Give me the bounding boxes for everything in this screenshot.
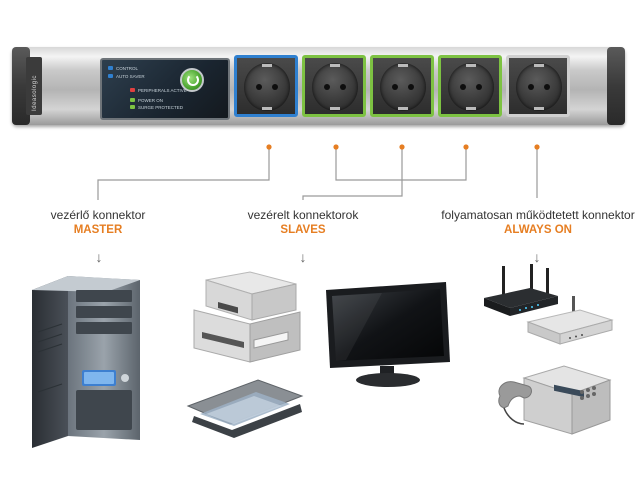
schuko-socket-icon — [312, 63, 358, 111]
master-label: vezérlő konnektor — [50, 208, 146, 222]
flatbed-scanner-icon — [186, 379, 304, 438]
panel-label-peripherals-active: PERIPHERALS ACTIVE — [138, 88, 187, 93]
socket-slave-1 — [302, 55, 366, 117]
slave-3-connection-dot — [463, 144, 469, 150]
schuko-socket-icon — [380, 63, 426, 111]
slave-2-connection-dot — [399, 144, 405, 150]
strip-right-endcap — [607, 47, 625, 125]
desktop-pc-tower-icon — [32, 276, 140, 448]
slaves-label: vezérelt konnektorok — [247, 208, 359, 222]
slave-1-connection-dot — [333, 144, 339, 150]
peripherals-led-icon — [130, 88, 135, 92]
lcd-monitor-icon — [326, 282, 450, 387]
schuko-socket-icon — [516, 63, 562, 111]
brand-plate: Ideasologic — [26, 57, 42, 115]
always-on-connection-dot — [534, 144, 540, 150]
panel-label-auto-saver: AUTO SAVER — [116, 74, 145, 79]
fax-machine-icon — [498, 365, 612, 435]
auto-saver-led-icon — [108, 74, 113, 78]
socket-slave-2 — [370, 55, 434, 117]
master-title: MASTER — [73, 224, 123, 236]
slaves-connection-line — [302, 147, 403, 200]
panel-label-power-on: POWER ON — [138, 98, 164, 103]
always-on-title: ALWAYS ON — [504, 224, 572, 236]
slaves-title: SLAVES — [280, 224, 326, 236]
slaves-down-arrow-icon: ↓ — [299, 249, 307, 265]
socket-master — [234, 55, 298, 117]
modem-icon — [526, 296, 614, 345]
power-on-led-icon — [130, 98, 135, 102]
socket-always-on — [506, 55, 570, 117]
power-button-icon[interactable] — [180, 68, 204, 92]
multifunction-printer-icon — [193, 271, 301, 363]
control-panel: CONTROL AUTO SAVER PERIPHERALS ACTIVE PO… — [100, 58, 230, 120]
master-connection-line — [97, 147, 270, 200]
panel-label-surge-protected: SURGE PROTECTED — [138, 105, 184, 110]
master-down-arrow-icon: ↓ — [95, 249, 103, 265]
panel-label-control: CONTROL — [116, 66, 139, 71]
slaves-connection-bus — [335, 147, 467, 181]
master-connection-dot — [266, 144, 272, 150]
schuko-socket-icon — [244, 63, 290, 111]
always-on-down-arrow-icon: ↓ — [533, 249, 541, 265]
control-led-icon — [108, 66, 113, 70]
strip-left-endcap — [12, 47, 30, 125]
always-on-label: folyamatosan működtetett konnektor — [441, 208, 635, 222]
surge-led-icon — [130, 105, 135, 109]
wifi-router-icon — [484, 264, 558, 316]
socket-slave-3 — [438, 55, 502, 117]
schuko-socket-icon — [448, 63, 494, 111]
power-strip: Ideasologic CONTROL AUTO SAVER PERIPHERA… — [12, 47, 625, 125]
